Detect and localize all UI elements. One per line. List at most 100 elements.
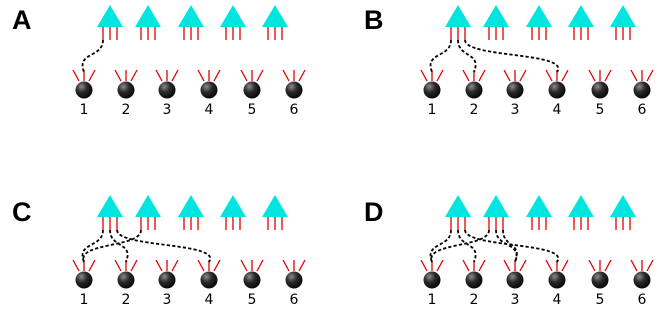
dendrite-tick [604,69,612,82]
neuron-ball [285,271,303,289]
connection-wire [81,229,104,263]
neuron-number: 4 [205,102,214,118]
dendrite-tick [114,259,122,272]
neuron-ball [465,81,483,99]
neuron-number: 2 [122,102,131,118]
neuron-number: 5 [596,292,605,308]
neuron-ball [158,271,176,289]
input-triangle [568,195,594,217]
connection-wire [81,39,104,73]
neuron-ball [548,81,566,99]
input-unit-5 [262,195,288,230]
connection-wire [464,39,560,73]
input-triangle [526,5,552,27]
dendrite-tick [630,69,638,82]
neuron-ball [633,271,651,289]
input-unit-1 [445,5,471,40]
neuron-5: 5 [240,259,264,308]
connection-wire [457,229,477,263]
dendrite-tick [130,69,138,82]
dendrite-tick [256,259,264,272]
neuron-6: 6 [630,69,654,118]
dendrite-tick [213,259,221,272]
dendrite-tick [519,69,527,82]
dendrite-tick [588,69,596,82]
connection-wire [464,229,560,263]
input-unit-5 [610,195,636,230]
dendrite-tick [155,69,163,82]
dendrite-tick [420,69,428,82]
input-triangle [610,195,636,217]
neuron-ball [117,271,135,289]
connection-wire [502,229,518,263]
neuron-number: 4 [205,292,214,308]
dendrite-tick [588,259,596,272]
dendrite-tick [88,259,96,272]
neuron-ball [200,81,218,99]
input-unit-4 [568,5,594,40]
dendrite-tick [72,259,80,272]
dendrite-tick [240,259,248,272]
neuron-number: 1 [80,102,89,118]
dendrite-tick [478,259,486,272]
input-triangle [262,5,288,27]
neuron-3: 3 [155,69,179,118]
neuron-ball [633,81,651,99]
input-unit-3 [178,5,204,40]
neuron-number: 4 [553,292,562,308]
neuron-ball [75,81,93,99]
connection-wire [109,229,129,263]
input-unit-4 [568,195,594,230]
neuron-ball [506,81,524,99]
neuron-1: 1 [420,259,444,308]
dendrite-tick [298,69,306,82]
neuron-ball [75,271,93,289]
dendrite-tick [630,259,638,272]
neuron-number: 2 [470,102,479,118]
neuron-number: 5 [596,102,605,118]
neuron-ball [200,271,218,289]
dendrite-tick [298,259,306,272]
dendrite-tick [282,69,290,82]
input-unit-1 [445,195,471,230]
neuron-4: 4 [197,69,221,118]
input-triangle [178,195,204,217]
dendrite-tick [561,259,569,272]
dendrite-tick [545,259,553,272]
neuron-ball [591,271,609,289]
dendrite-tick [197,69,205,82]
neuron-ball [465,271,483,289]
connection-wire [430,229,490,263]
panel-label: C [12,197,32,227]
dendrite-tick [478,69,486,82]
neuron-number: 5 [248,292,257,308]
neuron-number: 2 [470,292,479,308]
neuron-1: 1 [72,259,96,308]
dendrite-tick [462,69,470,82]
dendrite-tick [503,69,511,82]
connection-wire [429,39,452,73]
input-unit-3 [526,5,552,40]
input-unit-2 [483,5,509,40]
neuron-5: 5 [588,69,612,118]
dendrite-tick [462,259,470,272]
dendrite-tick [197,259,205,272]
input-triangle [220,5,246,27]
dendrite-tick [213,69,221,82]
dendrite-tick [256,69,264,82]
neuron-1: 1 [72,69,96,118]
neuron-3: 3 [155,259,179,308]
dendrite-tick [519,259,527,272]
panel-label: D [364,197,384,227]
dendrite-tick [114,69,122,82]
neuron-ball [423,271,441,289]
connection-wire [495,229,518,263]
neuron-6: 6 [630,259,654,308]
panel-label: B [364,5,384,35]
neuron-number: 1 [428,292,437,308]
dendrite-tick [171,259,179,272]
neuron-ball [158,81,176,99]
